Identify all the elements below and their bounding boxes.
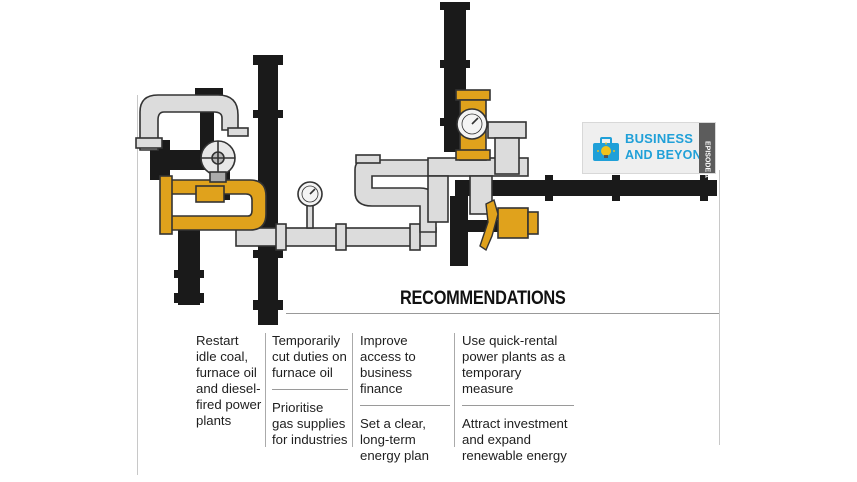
recommendation-item: Prioritise gas supplies for industries — [272, 400, 348, 447]
recommendation-column-3: Improve access to business finance Set a… — [360, 333, 450, 464]
episode-label: EPISODE 1 — [703, 141, 711, 178]
recommendations-heading: RECOMMENDATIONS — [400, 288, 566, 309]
item-separator — [360, 405, 450, 406]
episode-tab: EPISODE 1 — [699, 123, 715, 178]
lever-valve — [479, 198, 499, 252]
column-divider — [265, 333, 266, 447]
left-frame-line — [137, 95, 138, 475]
recommendation-item: Restart idle coal, furnace oil and diese… — [196, 333, 262, 428]
right-frame-line — [719, 170, 720, 445]
gold-pipes — [159, 89, 539, 239]
heading-rule — [286, 313, 719, 314]
logo-line-2: AND BEYOND — [625, 148, 712, 162]
recommendation-column-4: Use quick-rental power plants as a tempo… — [462, 333, 574, 464]
business-and-beyond-logo: BUSINESS AND BEYOND EPISODE 1 — [582, 122, 716, 178]
recommendation-item: Improve access to business finance — [360, 333, 416, 396]
valve-wheel — [200, 140, 236, 183]
column-divider — [352, 333, 353, 447]
recommendation-item: Attract investment and expand renewable … — [462, 416, 568, 463]
recommendation-item: Temporarily cut duties on furnace oil — [272, 333, 347, 380]
item-separator — [272, 389, 348, 390]
recommendation-item: Set a clear, long-term energy plan — [360, 416, 429, 463]
recommendation-item: Use quick-rental power plants as a tempo… — [462, 333, 566, 396]
silver-pipes — [135, 94, 529, 251]
recommendation-column-2: Temporarily cut duties on furnace oil Pr… — [272, 333, 348, 448]
recommendation-column-1: Restart idle coal, furnace oil and diese… — [196, 333, 262, 429]
logo-line-1: BUSINESS — [625, 131, 694, 146]
briefcase-lightbulb-icon — [591, 134, 621, 169]
gauges — [297, 108, 488, 207]
column-divider — [454, 333, 455, 447]
item-separator — [462, 405, 574, 406]
